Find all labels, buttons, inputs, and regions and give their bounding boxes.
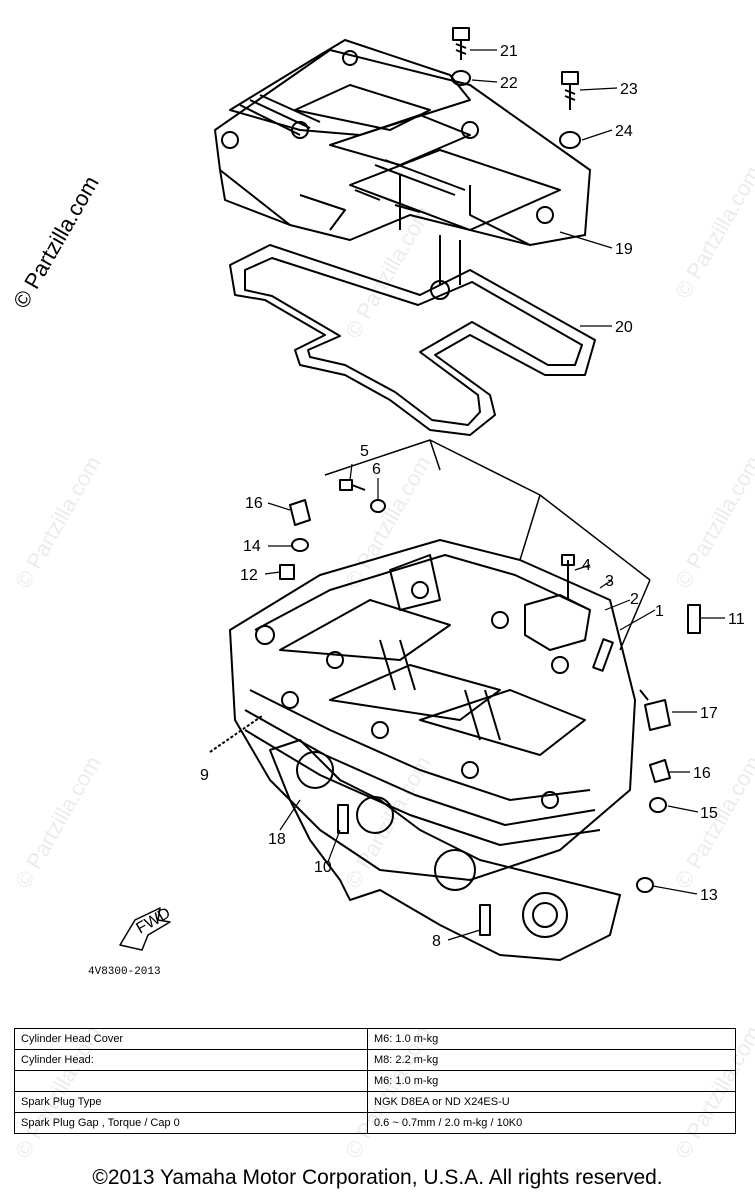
spec-row: Cylinder Head: M8: 2.2 m-kg xyxy=(14,1049,736,1071)
assembly-bracket xyxy=(324,439,651,651)
spec-value: M6: 1.0 m-kg xyxy=(367,1028,736,1050)
callout-12: 12 xyxy=(240,567,258,584)
stud-10 xyxy=(337,804,349,834)
callout-22: 22 xyxy=(500,75,518,92)
spec-row: Cylinder Head Cover M6: 1.0 m-kg xyxy=(14,1028,736,1050)
spec-label: Spark Plug Gap , Torque / Cap 0 xyxy=(14,1112,368,1134)
callout-21: 21 xyxy=(500,43,518,60)
callout-11: 11 xyxy=(728,611,745,628)
washer-14 xyxy=(291,538,309,552)
diagram-code: 4V8300-2013 xyxy=(88,966,161,978)
leader-lines xyxy=(264,49,725,941)
cylinder-head xyxy=(229,539,636,881)
callout-3: 3 xyxy=(605,573,614,590)
camshaft-cap-4 xyxy=(524,554,591,651)
callout-13: 13 xyxy=(700,887,718,904)
callout-labels: 21 22 23 24 19 20 5 6 16 14 12 4 3 2 1 1… xyxy=(200,43,745,950)
torque-spec-table: Cylinder Head Cover M6: 1.0 m-kg Cylinde… xyxy=(14,1028,736,1134)
spec-label: Cylinder Head: xyxy=(14,1049,368,1071)
head-gasket xyxy=(269,739,621,961)
spec-value: NGK D8EA or ND X24ES-U xyxy=(367,1091,736,1113)
bolt-5 xyxy=(339,479,366,491)
callout-5: 5 xyxy=(360,443,369,460)
washer-22 xyxy=(451,70,471,86)
dowel-11 xyxy=(687,604,701,634)
callout-16b: 16 xyxy=(693,765,711,782)
fwd-arrow-icon xyxy=(119,907,171,951)
callout-8: 8 xyxy=(432,933,441,950)
washer-6 xyxy=(370,499,386,513)
spec-row: M6: 1.0 m-kg xyxy=(14,1070,736,1092)
washer-15 xyxy=(649,797,667,813)
callout-1: 1 xyxy=(655,603,664,620)
callout-16: 16 xyxy=(245,495,263,512)
bolt-21 xyxy=(452,27,470,60)
callout-14: 14 xyxy=(243,538,261,555)
spec-label xyxy=(14,1070,368,1092)
cover-gasket xyxy=(229,244,596,436)
callout-10: 10 xyxy=(314,859,332,876)
callout-9: 9 xyxy=(200,767,209,784)
cap-nut-16b xyxy=(649,759,671,783)
washer-24 xyxy=(559,131,581,149)
spec-row: Spark Plug Gap , Torque / Cap 0 0.6 ~ 0.… xyxy=(14,1112,736,1134)
spec-value: 0.6 ~ 0.7mm / 2.0 m-kg / 10K0 xyxy=(367,1112,736,1134)
exploded-parts-diagram: FWD 21 22 23 24 19 20 5 6 16 14 12 4 3 2… xyxy=(88,27,745,978)
copyright-notice: ©2013 Yamaha Motor Corporation, U.S.A. A… xyxy=(92,1166,663,1189)
dowel-2 xyxy=(592,638,614,672)
callout-6: 6 xyxy=(372,461,381,478)
stud-9 xyxy=(209,715,263,753)
callout-17: 17 xyxy=(700,705,718,722)
callout-19: 19 xyxy=(615,241,633,258)
bolt-23 xyxy=(561,71,579,110)
spec-value: M8: 2.2 m-kg xyxy=(367,1049,736,1071)
callout-18: 18 xyxy=(268,831,286,848)
spec-label: Cylinder Head Cover xyxy=(14,1028,368,1050)
spec-row: Spark Plug Type NGK D8EA or ND X24ES-U xyxy=(14,1091,736,1113)
callout-4: 4 xyxy=(582,557,591,574)
spec-value: M6: 1.0 m-kg xyxy=(367,1070,736,1092)
cylinder-head-cover xyxy=(214,39,591,300)
callout-15: 15 xyxy=(700,805,718,822)
o-ring-13 xyxy=(636,877,654,893)
spark-plug-17 xyxy=(639,689,671,731)
stud-8 xyxy=(479,904,491,936)
callout-23: 23 xyxy=(620,81,638,98)
callout-2: 2 xyxy=(630,591,639,608)
callout-20: 20 xyxy=(615,319,633,336)
nut-12 xyxy=(279,564,295,580)
spec-label: Spark Plug Type xyxy=(14,1091,368,1113)
callout-24: 24 xyxy=(615,123,633,140)
cap-nut-16 xyxy=(289,499,311,526)
